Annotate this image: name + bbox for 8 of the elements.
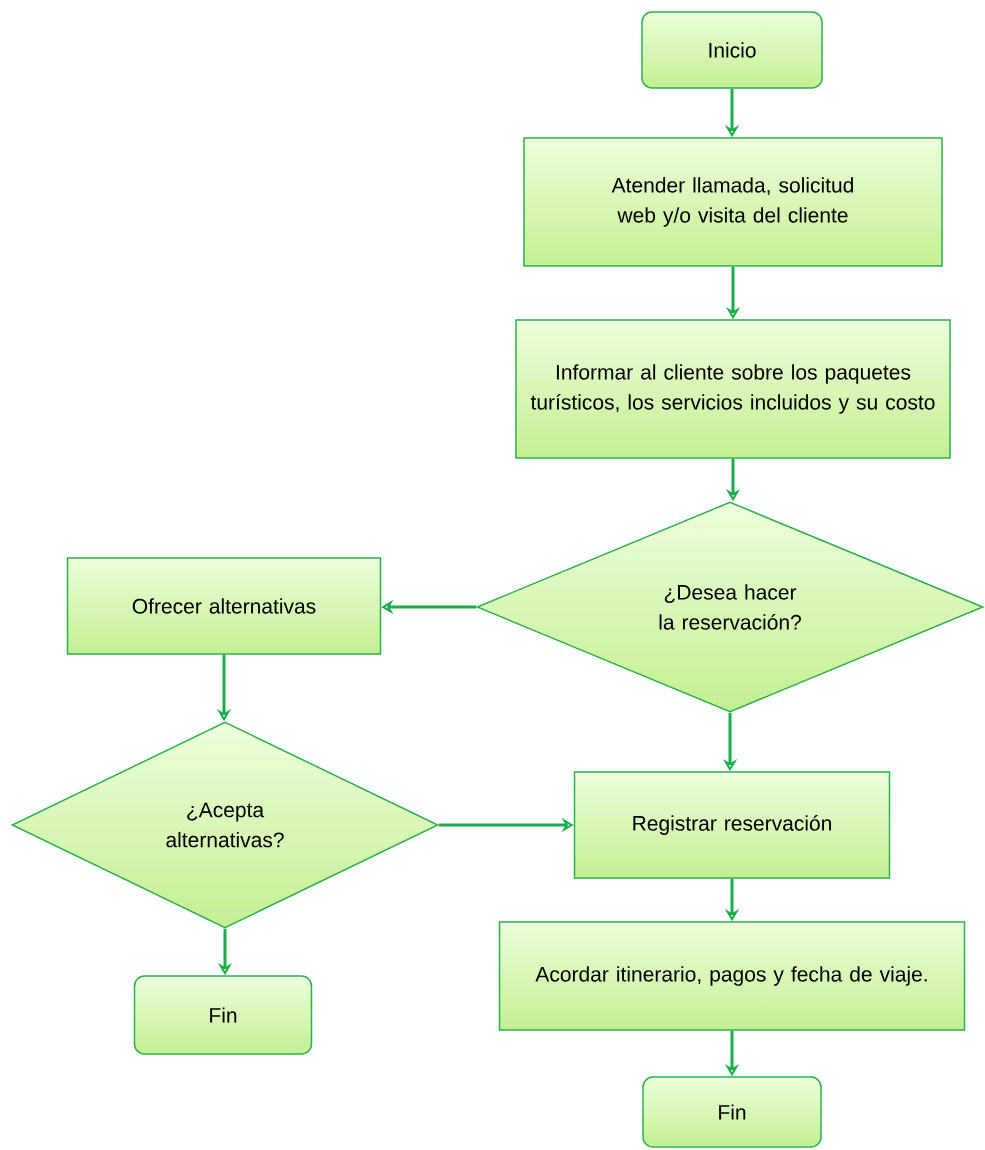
process-box: Atender llamada, solicitud web y/o visita del cliente — [523, 137, 943, 267]
process-box: Ofrecer alternativas — [66, 557, 382, 655]
process-box: Acordar itinerario, pagos y fecha de viaje. — [498, 921, 966, 1031]
terminal-box: Inicio — [641, 11, 823, 89]
process-box: Informar al cliente sobre los paquetes turísticos, los servicios incluidos y su costo — [515, 319, 951, 459]
process-box: Registrar reservación — [573, 771, 891, 879]
terminal-box: Fin — [133, 975, 313, 1055]
terminal-box: Fin — [642, 1076, 822, 1148]
